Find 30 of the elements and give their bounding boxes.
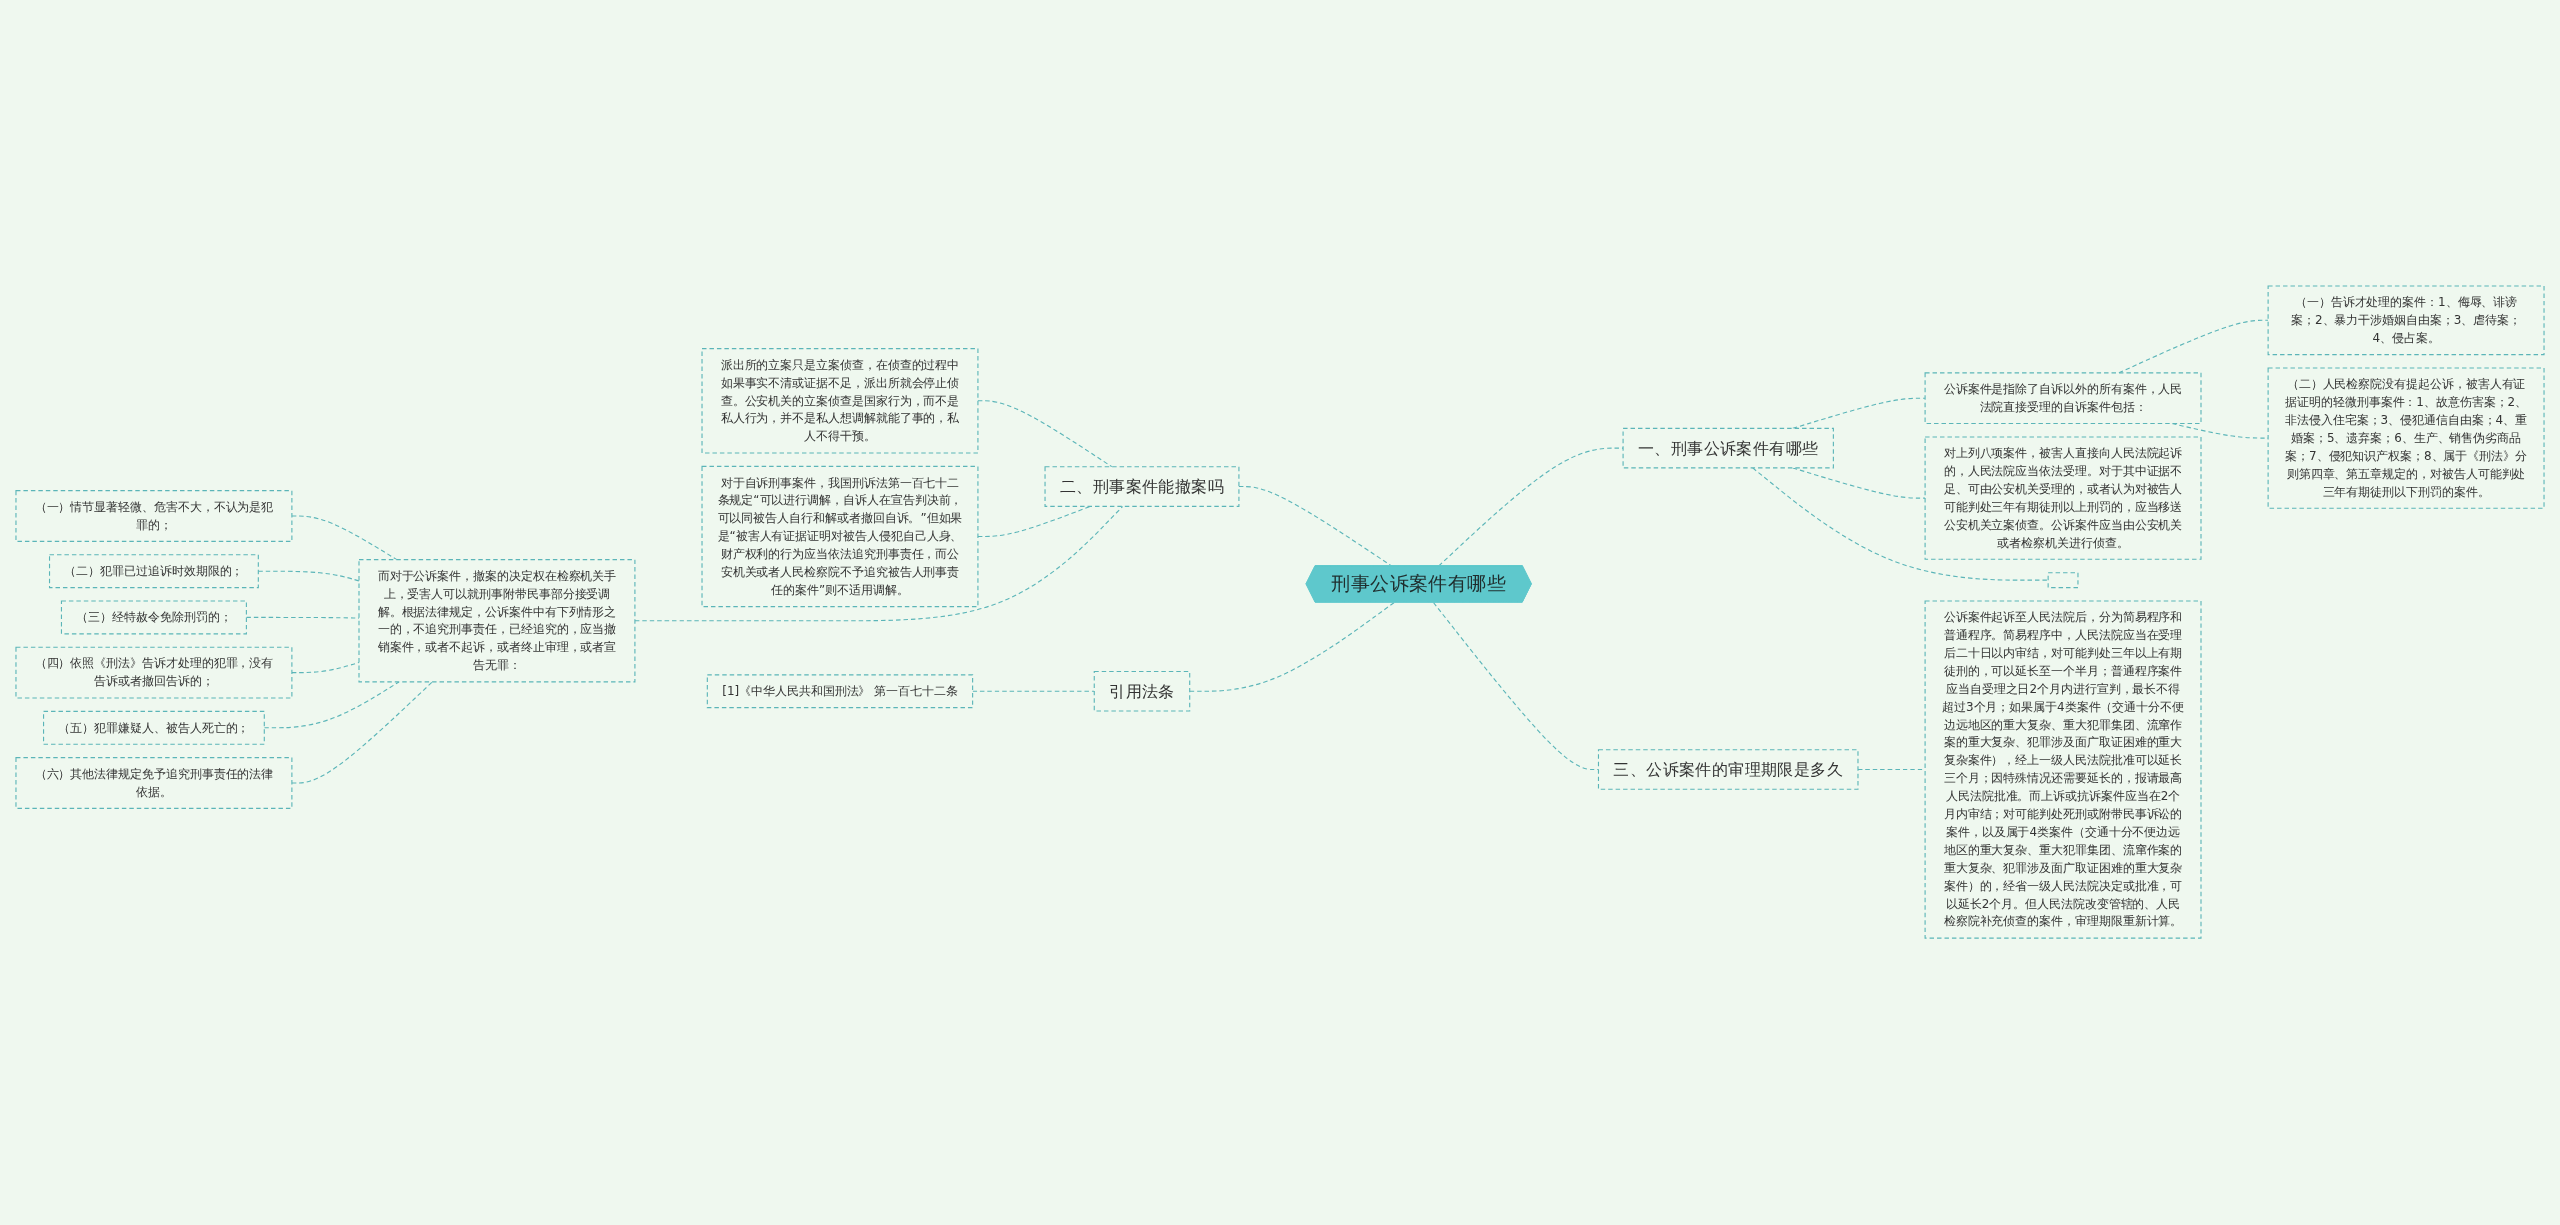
connector: [972, 691, 1095, 693]
node-box: （五）犯罪嫌疑人、被告人死亡的；: [43, 711, 265, 746]
connector: [1752, 467, 2049, 582]
node-box: 公诉案件起诉至人民法院后，分为简易程序和普通程序。简易程序中，人民法院应当在受理后二十日以内审结，对可能判处三年以上有期徒刑的，可以延长至一个半月；普通程序案件应当自受理之日2个月内进行宣判，最长不得超过3个月；如果属于4类案件（交通十分不便边远地区的重大复杂、重大犯罪集团、流窜作案的重大复杂、犯罪涉及面广取证困难的重大复杂案件），经上一级人民法院批准可以延长三个月；因特殊情况还需要延长的，报请最高人民法院批准。而上诉或抗诉案件应当在2个月内审结；对可能判处死刑或附带民事诉讼的案件，以及属于4类案件（交通十分不便边远地区的重大复杂、重大犯罪集团、流窜作案的重大复杂、犯罪涉及面广取证困难的重大复杂案件）的，经省一级人民法院决定或批准，可以延长2个月。但人民法院改变管辖的、人民检察院补充侦查的案件，审理期限重新计算。: [1924, 600, 2202, 940]
node-box: （一）告诉才处理的案件：1、侮辱、诽谤案；2、暴力干涉婚姻自由案；3、虐待案；4、侵占案。: [2267, 285, 2545, 356]
node-box: 派出所的立案只是立案侦查，在侦查的过程中如果事实不清或证据不足，派出所就会停止侦查。公安机关的立案侦查是国家行为，而不是私人行为，并不是私人想调解就能了事的，私人不得干预。: [701, 348, 979, 455]
node-box: 一、刑事公诉案件有哪些: [1622, 428, 1834, 469]
node-box: （二）人民检察院没有提起公诉，被害人有证据证明的轻微刑事案件：1、故意伤害案；2、非法侵入住宅案；3、侵犯通信自由案；4、重婚案；5、遗弃案；6、生产、销售伪劣商品案；7、侵犯知识产权案；8、属于《刑法》分则第四章、第五章规定的，对被告人可能判处三年有期徒刑以下刑罚的案件。: [2267, 367, 2545, 510]
node-box: 对于自诉刑事案件，我国刑诉法第一百七十二条规定“可以进行调解，自诉人在宣告判决前，可以同被告人自行和解或者撤回自诉。”但如果是“被害人有证据证明对被告人侵犯自己人身、财产权利的行为应当依法追究刑事责任，而公安机关或者人民检察院不予追究被告人刑事责任的案件”则不适用调解。: [701, 466, 979, 608]
node-box: （四）依照《刑法》告诉才处理的犯罪，没有告诉或者撤回告诉的；: [15, 647, 293, 699]
node-box: 引用法条: [1093, 671, 1191, 713]
node-box: [2047, 572, 2079, 589]
connector: [977, 400, 1113, 468]
node-box: 公诉案件是指除了自诉以外的所有案件，人民法院直接受理的自诉案件包括：: [1924, 372, 2202, 425]
node-box: 二、刑事案件能撤案吗: [1044, 466, 1240, 508]
connector: [1238, 486, 1393, 567]
node-box: （三）经特赦令免除刑罚的；: [60, 600, 247, 635]
connector: [291, 681, 433, 784]
connector: [634, 506, 1124, 622]
node-box: 而对于公诉案件，撤案的决定权在检察机关手上，受害人可以就刑事附带民事部分接受调解。根据法律规定，公诉案件中有下列情形之一的，不追究刑事责任，已经追究的，应当撤销案件，或者不起诉，或者终止审理，或者宣告无罪：: [358, 559, 636, 683]
node-box: （六）其他法律规定免予追究刑事责任的法律依据。: [15, 757, 293, 810]
node-box: 三、公诉案件的审理期限是多久: [1597, 749, 1859, 791]
node-box: [1]《中华人民共和国刑法》 第一百七十二条: [706, 674, 974, 709]
node-box: （一）情节显著轻微、危害不大，不认为是犯罪的；: [15, 490, 293, 543]
connector: [1189, 602, 1395, 693]
connector: [977, 506, 1091, 538]
node-box: 对上列八项案件，被害人直接向人民法院起诉的，人民法院应当依法受理。对于其中证据不足、可由公安机关受理的，或者认为对被告人可能判处三年有期徒刑以上刑罚的，应当移送公安机关立案侦查。公诉案件应当由公安机关或者检察机关进行侦查。: [1924, 436, 2202, 561]
connector: [1857, 769, 1926, 771]
node-box: （二）犯罪已过追诉时效期限的；: [48, 554, 259, 589]
connector: [291, 515, 398, 561]
